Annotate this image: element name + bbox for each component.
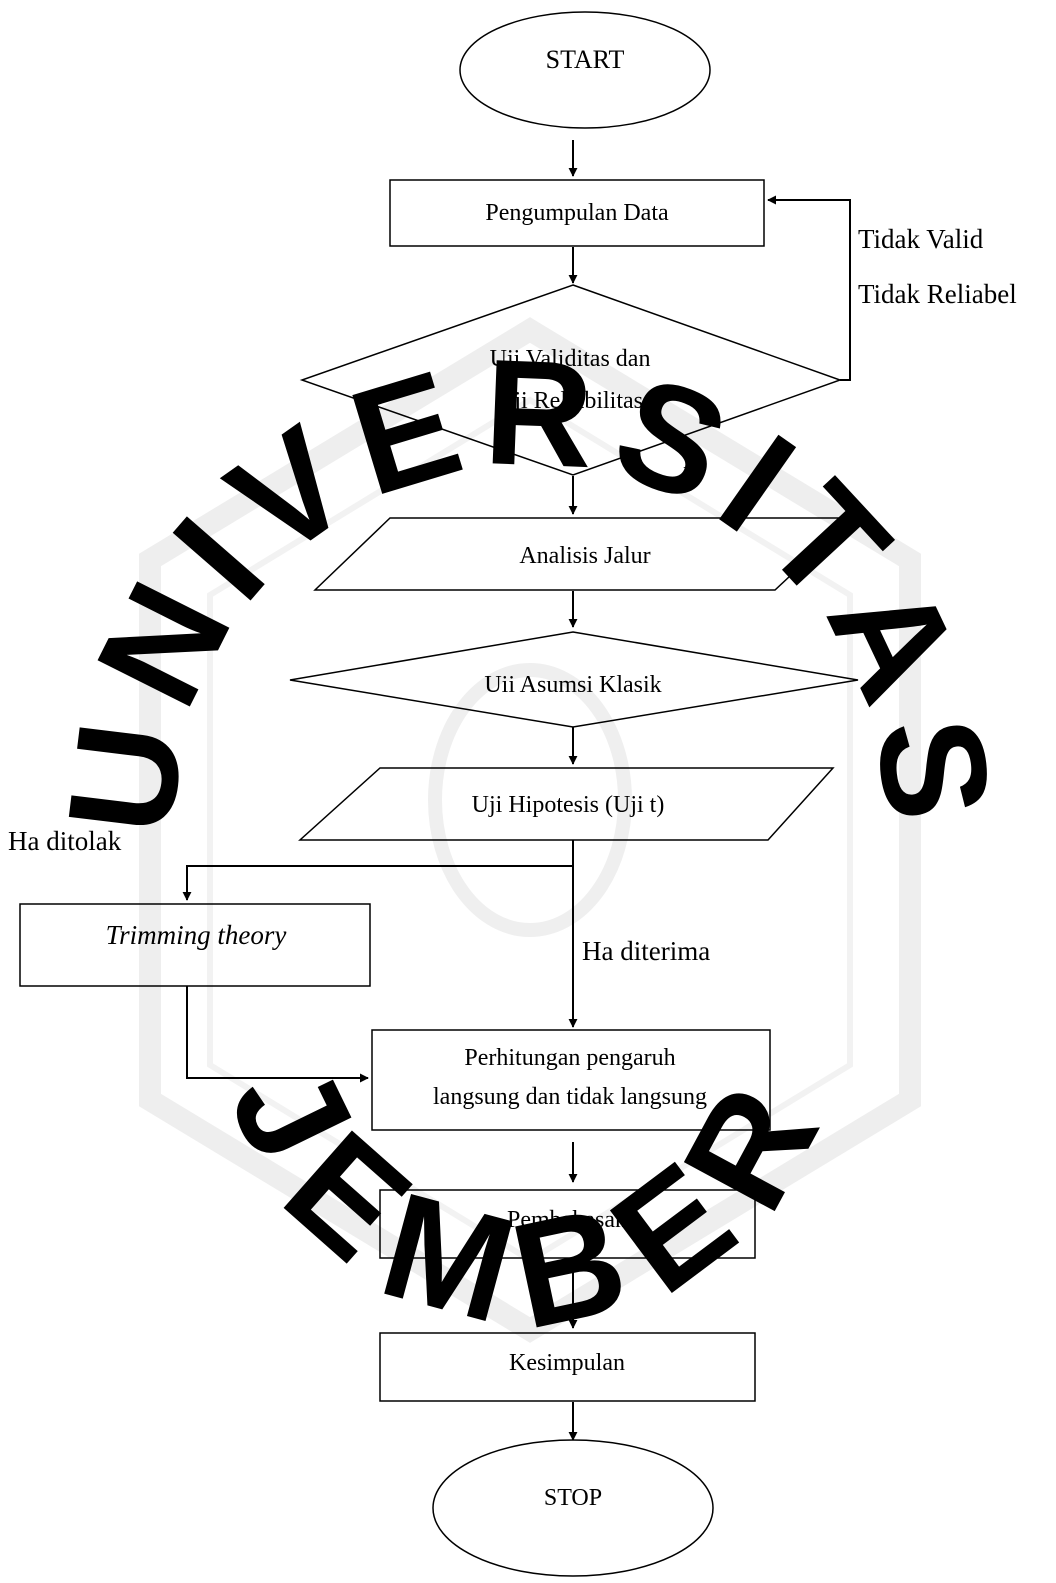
- label-ha-accepted: Ha diterima: [582, 936, 710, 966]
- discussion-box: [379, 1189, 756, 1259]
- stop-terminal: [432, 1439, 714, 1577]
- start-terminal: [459, 11, 711, 129]
- label-ha-rejected: Ha ditolak: [8, 826, 122, 856]
- validity-decision: [299, 284, 843, 476]
- start-label: START: [546, 45, 625, 74]
- data-collection-box: [389, 179, 765, 247]
- calculation-label-line1: Perhitungan pengaruh: [464, 1045, 675, 1071]
- watermark-bottom-text: JEMBER: [198, 1034, 864, 1363]
- arrow-hypothesis-to-trimming: [182, 840, 574, 901]
- stop-label: STOP: [544, 1485, 602, 1511]
- watermark-emblem: [428, 663, 632, 937]
- conclusion-box: [379, 1332, 756, 1402]
- watermark-hexagon: [139, 317, 921, 1343]
- path-analysis-box: [313, 517, 854, 591]
- classic-assumption-label: Uii Asumsi Klasik: [484, 672, 661, 698]
- validity-label-line2: Uji Reliabilitas: [497, 388, 643, 414]
- hypothesis-test-label: Uji Hipotesis (Uji t): [472, 792, 665, 818]
- trimming-theory-box: [19, 903, 371, 987]
- arrow-invalid-feedback: [767, 195, 851, 381]
- label-yes: Ya: [678, 444, 707, 474]
- calculation-box: [371, 1029, 771, 1131]
- label-not-valid: Tidak Valid: [858, 224, 984, 254]
- label-not-reliable: Tidak Reliabel: [858, 279, 1017, 309]
- arrow-trimming-to-calculation: [186, 986, 369, 1083]
- watermark-inner-hexagon: [207, 396, 853, 1264]
- conclusion-label: Kesimpulan: [509, 1350, 625, 1376]
- trimming-theory-label: Trimming theory: [106, 920, 287, 950]
- calculation-label-line2: langsung dan tidak langsung: [433, 1084, 707, 1110]
- discussion-label: Pembahasan: [507, 1207, 627, 1233]
- hypothesis-test-box: [298, 767, 835, 841]
- data-collection-label: Pengumpulan Data: [485, 200, 669, 226]
- path-analysis-label: Analisis Jalur: [519, 543, 650, 569]
- validity-label-line1: Uji Validitas dan: [490, 346, 651, 372]
